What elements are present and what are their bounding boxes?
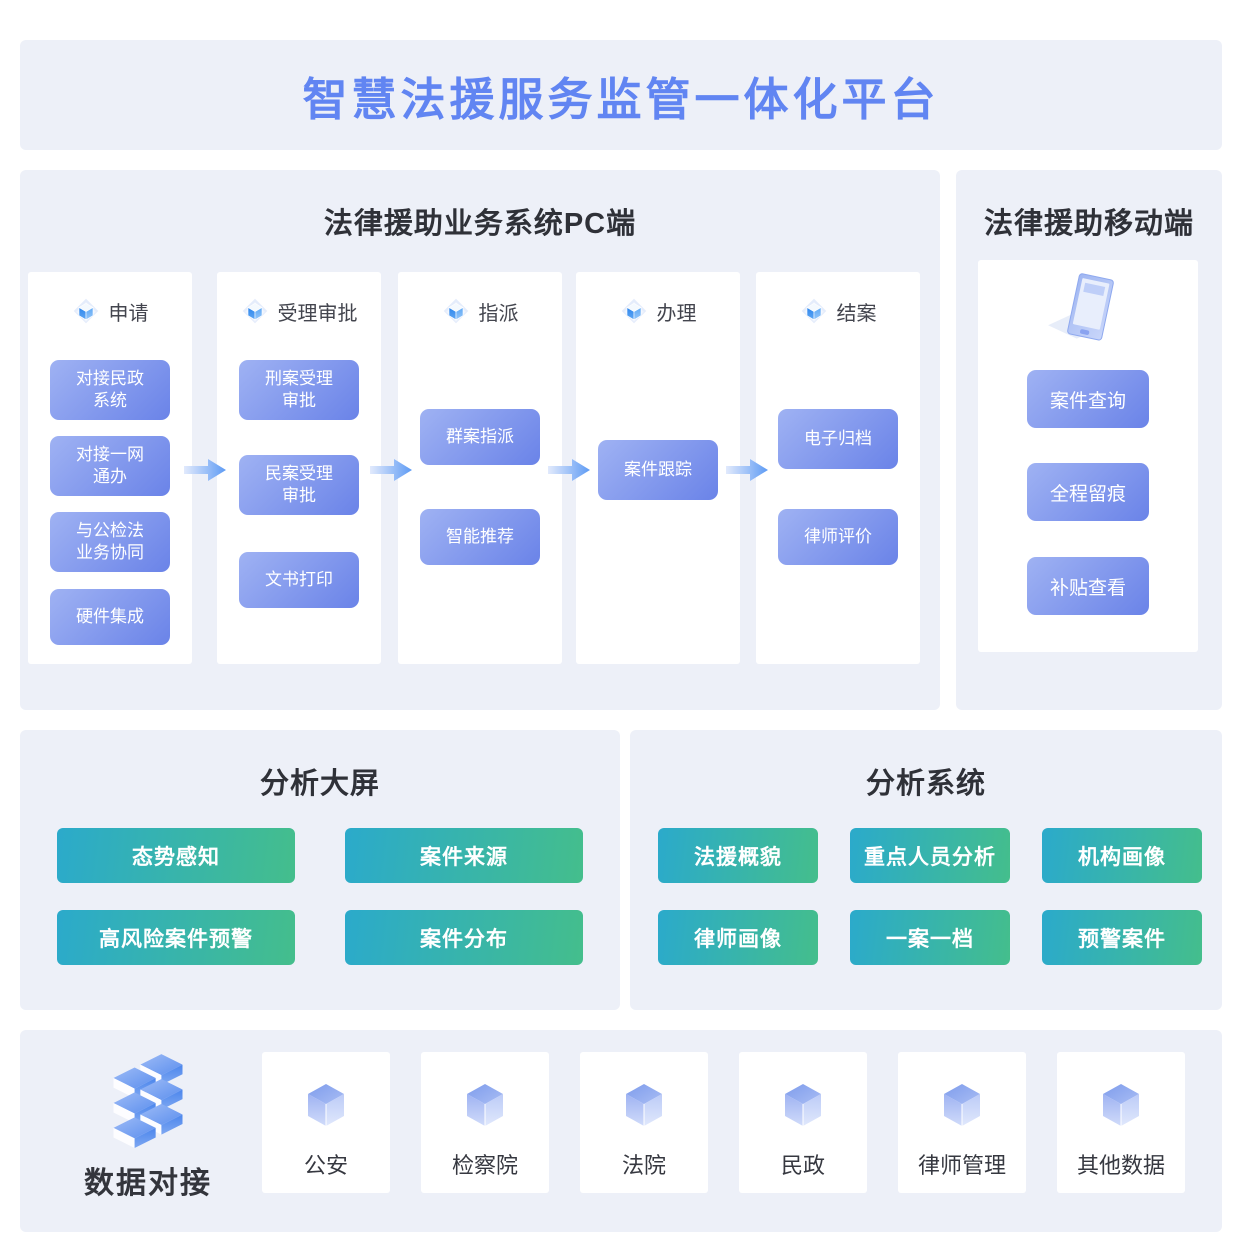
module-chip: 民案受理 审批 (239, 455, 359, 515)
cube-icon (800, 297, 828, 325)
cube-icon (783, 1082, 823, 1128)
mobile-card: 案件查询 全程留痕 补贴查看 (978, 260, 1198, 652)
data-hub: 数据对接 (68, 1054, 228, 1202)
mobile-panel: 法律援助移动端 案件查询 全程留痕 补贴查看 (956, 170, 1222, 710)
analysis-screen-title: 分析大屏 (259, 768, 380, 800)
cube-icon (620, 297, 648, 325)
stage-label: 申请 (108, 302, 149, 325)
module-chip: 与公检法 业务协同 (50, 512, 170, 572)
flow-arrow-icon (183, 456, 227, 484)
stage-label: 指派 (478, 302, 519, 325)
analysis-chip: 高风险案件预警 (57, 910, 295, 965)
module-chip: 文书打印 (239, 552, 359, 608)
module-chip: 对接一网 通办 (50, 436, 170, 496)
data-stack-icon (102, 1054, 194, 1150)
cube-icon (306, 1082, 346, 1128)
cube-icon (624, 1082, 664, 1128)
data-integration-panel: 数据对接 公安 检察院 法院 民政 律师管理 其他数据 (20, 1030, 1222, 1232)
data-source-label: 公安 (303, 1153, 348, 1178)
module-chip: 群案指派 (420, 409, 540, 465)
data-source-label: 检察院 (451, 1153, 518, 1178)
analysis-chip: 法援概貌 (658, 828, 818, 883)
data-source-label: 民政 (780, 1153, 825, 1178)
stage-column-handle: 办理 案件跟踪 (576, 272, 740, 664)
analysis-chip: 态势感知 (57, 828, 295, 883)
cube-icon (465, 1082, 505, 1128)
module-chip: 刑案受理 审批 (239, 360, 359, 420)
banner: 智慧法援服务监管一体化平台 (20, 40, 1222, 150)
cube-icon (241, 297, 269, 325)
cube-icon (1101, 1082, 1141, 1128)
analysis-chip: 案件来源 (345, 828, 583, 883)
data-source-label: 律师管理 (917, 1153, 1006, 1178)
stage-header: 受理审批 (241, 296, 358, 326)
flow-arrow-icon (725, 456, 769, 484)
stage-header: 办理 (620, 296, 697, 326)
data-source-card: 法院 (580, 1052, 708, 1193)
module-chip: 对接民政 系统 (50, 360, 170, 420)
stage-label: 办理 (656, 302, 697, 325)
analysis-chip: 预警案件 (1042, 910, 1202, 965)
module-chip: 全程留痕 (1027, 463, 1149, 521)
flow-arrow-icon (547, 456, 591, 484)
platform-title: 智慧法援服务监管一体化平台 (302, 73, 940, 125)
module-chip: 电子归档 (778, 409, 898, 469)
module-chip: 智能推荐 (420, 509, 540, 565)
module-chip: 律师评价 (778, 509, 898, 565)
analysis-chip: 案件分布 (345, 910, 583, 965)
analysis-system-panel: 分析系统 法援概貌 重点人员分析 机构画像 律师画像 一案一档 预警案件 (630, 730, 1222, 1010)
cube-icon (72, 297, 100, 325)
stage-label: 结案 (836, 302, 877, 325)
data-source-card: 民政 (739, 1052, 867, 1193)
analysis-chip: 重点人员分析 (850, 828, 1010, 883)
data-hub-label: 数据对接 (84, 1167, 212, 1200)
data-source-card: 律师管理 (898, 1052, 1026, 1193)
stage-column-assign: 指派 群案指派 智能推荐 (398, 272, 562, 664)
module-chip: 案件查询 (1027, 370, 1149, 428)
phone-icon (1044, 270, 1130, 356)
stage-column-apply: 申请 对接民政 系统 对接一网 通办 与公检法 业务协同 硬件集成 (28, 272, 192, 664)
analysis-screen-panel: 分析大屏 态势感知 案件来源 高风险案件预警 案件分布 (20, 730, 620, 1010)
data-source-label: 其他数据 (1076, 1153, 1165, 1178)
stage-header: 申请 (72, 296, 149, 326)
analysis-system-title: 分析系统 (865, 768, 986, 800)
data-source-card: 公安 (262, 1052, 390, 1193)
pc-system-title: 法律援助业务系统PC端 (323, 208, 637, 240)
analysis-chip: 一案一档 (850, 910, 1010, 965)
pc-system-panel: 法律援助业务系统PC端 申请 对接民政 系统 对接一网 通办 与公检法 业务协同… (20, 170, 940, 710)
analysis-chip: 律师画像 (658, 910, 818, 965)
stage-header: 结案 (800, 296, 877, 326)
data-source-card: 检察院 (421, 1052, 549, 1193)
analysis-chip: 机构画像 (1042, 828, 1202, 883)
stage-column-close: 结案 电子归档 律师评价 (756, 272, 920, 664)
module-chip: 补贴查看 (1027, 557, 1149, 615)
stage-label: 受理审批 (277, 302, 358, 325)
mobile-title: 法律援助移动端 (983, 208, 1194, 240)
stage-column-review: 受理审批 刑案受理 审批 民案受理 审批 文书打印 (217, 272, 381, 664)
data-source-card: 其他数据 (1057, 1052, 1185, 1193)
module-chip: 硬件集成 (50, 589, 170, 645)
cube-icon (442, 297, 470, 325)
stage-header: 指派 (442, 296, 519, 326)
cube-icon (942, 1082, 982, 1128)
data-source-label: 法院 (621, 1153, 666, 1178)
module-chip: 案件跟踪 (598, 440, 718, 500)
flow-arrow-icon (369, 456, 413, 484)
